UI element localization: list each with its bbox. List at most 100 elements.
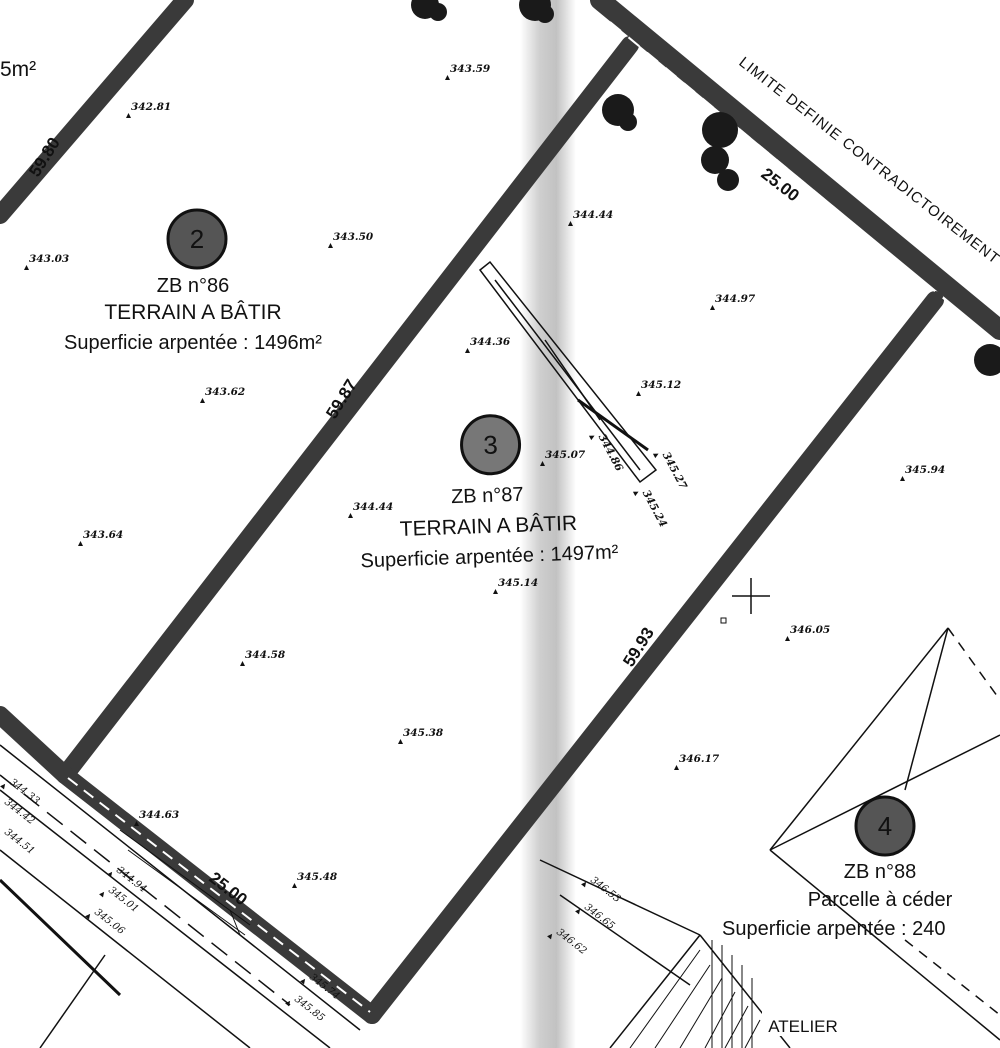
elevation-point: 345.27: [652, 450, 690, 492]
elevation-point: 344.36: [465, 336, 511, 353]
parcel-area: Superficie arpentée : 1497m²: [360, 541, 619, 572]
elevation-value: 345.12: [641, 379, 681, 391]
parcel-2: 2 ZB n°86 TERRAIN A BÂTIR Superficie arp…: [64, 208, 322, 354]
elevation-marker-icon: [0, 783, 6, 790]
parcel-3: 3 ZB n°87 TERRAIN A BÂTIR Superficie arp…: [360, 414, 619, 572]
elevation-value: 346.05: [790, 624, 830, 636]
parcel-boundaries: [0, 0, 1000, 1024]
elevation-point: 345.48: [292, 871, 338, 888]
elevation-marker-icon: [300, 978, 306, 985]
elevation-value: 346.65: [582, 902, 616, 932]
elevation-value: 343.59: [450, 63, 491, 75]
elevation-value: 343.64: [83, 529, 123, 541]
elevation-value: 345.24: [640, 488, 669, 529]
partial-area-label: 5m²: [0, 58, 36, 81]
elevation-marker-icon: [636, 391, 641, 396]
elevation-value: 344.51: [2, 827, 36, 857]
atelier-label-bg: [762, 1010, 844, 1036]
elevation-value: 345.14: [498, 577, 538, 589]
elevation-value: 345.38: [403, 727, 444, 739]
elevation-point: 344.97: [710, 293, 756, 310]
elevation-marker-icon: [900, 476, 905, 481]
parcel-area: Superficie arpentée : 1496m²: [64, 332, 322, 354]
elevation-point: 346.65: [575, 902, 616, 932]
boundary-top-limit: [590, 0, 1000, 340]
elevation-value: 345.07: [545, 449, 586, 461]
elevation-marker-icon: [348, 513, 353, 518]
parcel-number: 3: [483, 430, 499, 460]
elevation-marker-icon: [398, 739, 403, 744]
elevation-value: 346.53: [588, 875, 622, 905]
building-label: ATELIER: [768, 1017, 838, 1036]
boundary-left-parcel-2: [0, 0, 194, 224]
elevation-point: 344.44: [348, 501, 393, 518]
elevation-point: 346.17: [674, 753, 720, 770]
elevation-marker-icon: [540, 461, 545, 466]
elevation-marker-icon: [0, 803, 1, 810]
parcel-type: Parcelle à céder: [808, 889, 953, 911]
elevation-marker-icon: [126, 113, 131, 118]
elevation-marker-icon: [588, 435, 595, 441]
atelier-hatching: [629, 940, 761, 1048]
elevation-value: 345.48: [297, 871, 338, 883]
parcel-area: Superficie arpentée : 240: [722, 918, 946, 940]
boundary-right-parcel-3: [363, 291, 944, 1024]
parcel-4: 4 ZB n°88 Parcelle à céder Superficie ar…: [722, 795, 953, 940]
elevation-point: 345.94: [900, 464, 945, 481]
parcel-ref: ZB n°86: [157, 275, 229, 297]
elevation-value: 344.44: [573, 209, 613, 221]
parcel-type: TERRAIN A BÂTIR: [104, 301, 281, 324]
road-hatching: [119, 829, 251, 936]
survey-marker-icon: [720, 617, 727, 624]
elevation-point: 342.81: [126, 101, 171, 118]
elevation-point: 344.44: [568, 209, 613, 226]
parcel-number-badge: [854, 795, 916, 857]
elevation-value: 345.06: [92, 907, 127, 938]
elevation-value: 344.58: [245, 649, 286, 661]
elevation-point: 343.64: [78, 529, 123, 546]
parcel-ref: ZB n°87: [451, 484, 524, 509]
structure-outline: [478, 260, 658, 484]
boundary-bottom-parcel-2: [0, 706, 74, 784]
elevation-value: 344.44: [353, 501, 393, 513]
elevation-point: 343.50: [328, 231, 374, 248]
elevation-marker-icon: [24, 265, 29, 270]
elevation-point: 345.24: [632, 488, 669, 529]
elevation-value: 343.03: [29, 253, 69, 265]
elevation-marker-icon: [465, 348, 470, 353]
parcel-ref: ZB n°88: [844, 861, 916, 883]
elevation-value: 344.63: [139, 809, 179, 821]
elevation-marker-icon: [575, 908, 581, 915]
elevation-point: 344.58: [240, 649, 286, 666]
elevation-marker-icon: [107, 871, 113, 878]
tree-icons: [411, 0, 1000, 376]
parcel-number: 2: [190, 224, 204, 254]
elevation-marker-icon: [328, 243, 333, 248]
elevation-marker-icon: [652, 453, 659, 459]
elevation-marker-icon: [85, 913, 91, 920]
elevation-marker-icon: [493, 589, 498, 594]
elevation-value: 342.81: [131, 101, 171, 113]
elevation-marker-icon: [200, 398, 205, 403]
elevation-marker-icon: [240, 661, 245, 666]
elevation-value: 343.50: [333, 231, 374, 243]
elevation-point: 345.85: [285, 994, 326, 1024]
elevation-marker-icon: [674, 765, 679, 770]
parcel-number: 4: [878, 811, 892, 841]
elevation-value: 345.85: [292, 994, 326, 1024]
elevation-point: 345.07: [540, 449, 586, 466]
elevation-point: 343.59: [445, 63, 491, 80]
elevation-value: 345.94: [905, 464, 945, 476]
elevation-marker-icon: [292, 883, 297, 888]
elevation-value: 343.62: [205, 386, 245, 398]
elevation-marker-icon: [445, 75, 450, 80]
elevation-marker-icon: [568, 221, 573, 226]
elevation-value: 345.27: [660, 450, 690, 492]
elevation-marker-icon: [547, 933, 553, 940]
elevation-point: 345.12: [636, 379, 681, 396]
elevation-value: 344.36: [470, 336, 511, 348]
elevation-marker-icon: [0, 833, 1, 840]
limit-dashed-line: [609, 21, 1000, 346]
elevation-marker-icon: [632, 491, 639, 497]
